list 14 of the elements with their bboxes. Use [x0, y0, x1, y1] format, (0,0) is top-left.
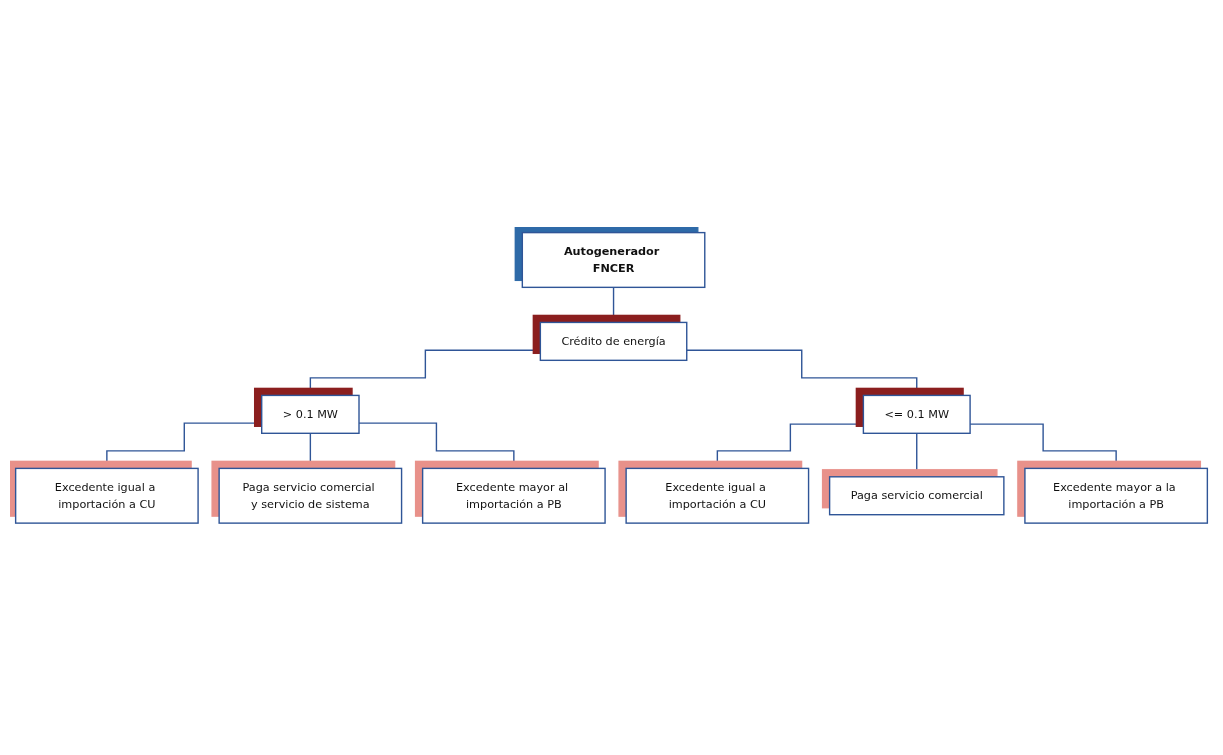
node-box: Excedente igual a importación a CU: [14, 467, 199, 524]
node-box: Excedente mayor a la importación a PB: [1024, 467, 1209, 524]
node-box: Excedente igual a importación a CU: [625, 467, 810, 524]
node-box: Autogenerador FNCER: [521, 231, 706, 288]
connector: [686, 349, 918, 396]
connector: [916, 432, 918, 478]
node-box: Paga servicio comercial: [828, 475, 1005, 516]
node-box: Excedente mayor al importación a PB: [421, 467, 606, 524]
connector: [309, 432, 312, 469]
node-box: <= 0.1 MW: [862, 394, 971, 434]
node-box: Crédito de energía: [539, 321, 688, 361]
node-box: > 0.1 MW: [261, 394, 360, 434]
node-box: Paga servicio comercial y servicio de sistema: [218, 467, 403, 524]
connector: [612, 286, 615, 323]
